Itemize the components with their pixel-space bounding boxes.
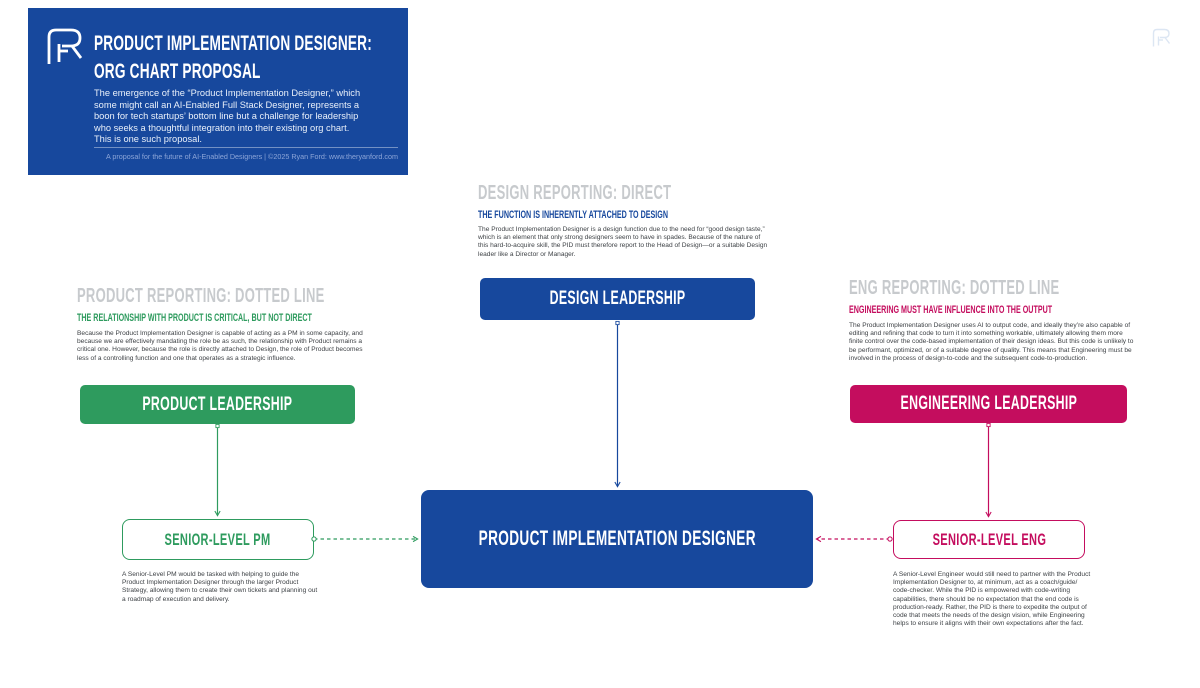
design-section-subheading-text: THE FUNCTION IS INHERENTLY ATTACHED TO D… [478,209,669,221]
product-implementation-designer-node: PRODUCT IMPLEMENTATION DESIGNER [421,490,813,588]
eng-section-subheading: ENGINEERING MUST HAVE INFLUENCE INTO THE… [849,304,1162,317]
engineering-leadership-label: ENGINEERING LEADERSHIP [900,393,1077,414]
eng-section-subheading-text: ENGINEERING MUST HAVE INFLUENCE INTO THE… [849,304,1053,316]
eng-section-body: The Product Implementation Designer uses… [849,322,1134,362]
senior-level-pm-note: A Senior-Level PM would be tasked with h… [122,571,318,603]
product-implementation-designer-label: PRODUCT IMPLEMENTATION DESIGNER [478,527,756,550]
product-section-heading: PRODUCT REPORTING: DOTTED LINE [77,285,458,307]
product-leadership-node: PRODUCT LEADERSHIP [80,385,355,424]
product-section-subheading: THE RELATIONSHIP WITH PRODUCT IS CRITICA… [77,312,438,325]
design-section-subheading: THE FUNCTION IS INHERENTLY ATTACHED TO D… [478,209,770,222]
page-title-line2: ORG CHART PROPOSAL [94,61,350,82]
fr-logo-icon [47,28,83,64]
product-section-subheading-text: THE RELATIONSHIP WITH PRODUCT IS CRITICA… [77,312,312,324]
eng-section-heading-text: ENG REPORTING: DOTTED LINE [849,277,1060,299]
senior-level-eng-note: A Senior-Level Engineer would still need… [893,571,1091,628]
design-section-heading-text: DESIGN REPORTING: DIRECT [478,182,672,204]
product-leadership-label: PRODUCT LEADERSHIP [142,393,293,415]
product-section-body: Because the Product Implementation Desig… [77,330,363,362]
design-section-body: The Product Implementation Designer is a… [478,226,768,258]
page-title-line1: PRODUCT IMPLEMENTATION DESIGNER: [94,33,522,54]
senior-level-eng-label: SENIOR-LEVEL ENG [932,529,1046,549]
page-title-line2-text: ORG CHART PROPOSAL [94,60,261,83]
fr-logo-watermark-icon [1152,28,1171,47]
eng-section-heading: ENG REPORTING: DOTTED LINE [849,277,1173,299]
design-leadership-label: DESIGN LEADERSHIP [549,288,686,309]
senior-level-pm-label: SENIOR-LEVEL PM [165,529,271,549]
design-leadership-node: DESIGN LEADERSHIP [480,278,755,320]
design-section-heading: DESIGN REPORTING: DIRECT [478,182,775,204]
header-card: PRODUCT IMPLEMENTATION DESIGNER: ORG CHA… [28,8,408,175]
header-credit: A proposal for the future of AI-Enabled … [105,152,398,161]
senior-level-pm-node: SENIOR-LEVEL PM [122,519,314,560]
page-title-line1-text: PRODUCT IMPLEMENTATION DESIGNER: [94,32,372,55]
engineering-leadership-node: ENGINEERING LEADERSHIP [850,385,1127,423]
header-description: The emergence of the “Product Implementa… [94,88,361,145]
header-divider [94,147,398,148]
product-section-heading-text: PRODUCT REPORTING: DOTTED LINE [77,285,325,307]
senior-level-eng-node: SENIOR-LEVEL ENG [893,520,1085,559]
